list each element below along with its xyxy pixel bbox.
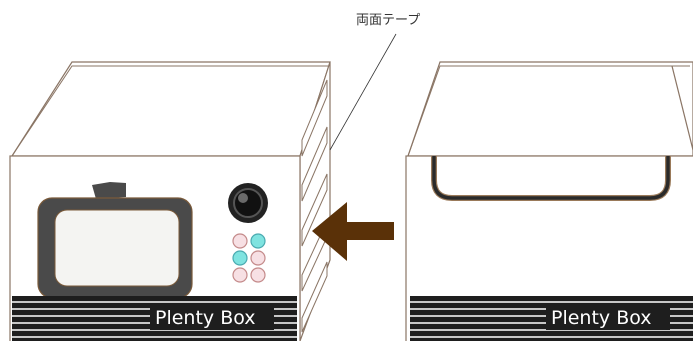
button-cyan xyxy=(250,233,266,249)
tv-icon xyxy=(37,182,193,299)
arrow-left-icon xyxy=(312,202,394,261)
handle-bar xyxy=(432,156,670,200)
callout-leader-line xyxy=(329,33,397,151)
button-pink xyxy=(232,267,248,283)
callout: 両面テープ xyxy=(329,13,420,151)
tape-strip xyxy=(301,79,328,157)
knob-icon xyxy=(228,183,268,223)
callout-label: 両面テープ xyxy=(356,13,420,28)
tv-screen xyxy=(54,209,180,287)
knob-ring xyxy=(233,188,263,218)
knob-highlight xyxy=(238,193,248,203)
button-cyan xyxy=(232,250,248,266)
left-brand-label: Plenty Box xyxy=(155,307,256,329)
right-box: Plenty Box xyxy=(405,61,693,341)
tape-strip xyxy=(301,173,328,247)
right-box-side-edge xyxy=(671,65,693,151)
left-box: Plenty Box xyxy=(9,61,331,341)
button-pink xyxy=(250,250,266,266)
right-box-top-opening xyxy=(407,61,693,157)
right-brand-band: Plenty Box xyxy=(410,296,693,341)
tape-strip xyxy=(301,126,328,202)
tv-antenna xyxy=(92,182,126,199)
left-brand-band: Plenty Box xyxy=(12,296,297,341)
left-box-inner-edge xyxy=(11,65,328,157)
right-brand-label: Plenty Box xyxy=(551,307,652,329)
left-box-top-opening xyxy=(10,61,331,157)
right-box-inner-edge xyxy=(407,65,690,157)
button-pink xyxy=(232,233,248,249)
control-buttons xyxy=(232,233,266,283)
button-pink xyxy=(250,267,266,283)
handle xyxy=(431,156,671,201)
tape-strip xyxy=(301,261,328,333)
